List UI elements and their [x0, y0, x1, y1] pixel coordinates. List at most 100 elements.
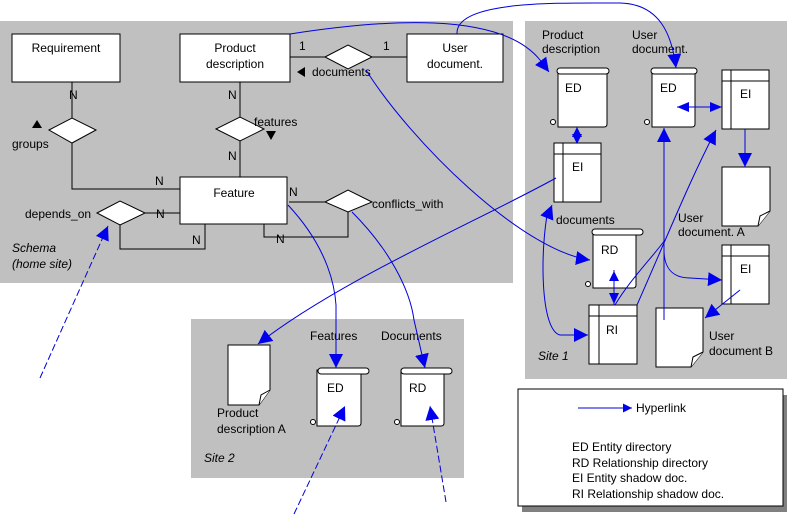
cardinality: 1 [299, 39, 306, 53]
site1-label-user-document-b: User [709, 329, 734, 343]
site2-rd-documents[interactable] [394, 367, 453, 427]
site2-product-description-a[interactable] [227, 344, 271, 406]
relationship-documents-label: documents [312, 65, 371, 79]
arrowhead [677, 102, 689, 112]
entity-user-document[interactable] [406, 33, 504, 83]
site1-ed-label: ED [565, 81, 582, 95]
site1-ei-label: EI [572, 160, 583, 174]
site1-label-user-document-a: User [678, 211, 703, 225]
site1-label-user-document-a: document. A [678, 225, 745, 239]
hyperlink-conflicts-to-site2-rd[interactable] [351, 211, 429, 369]
legend-item: EI Entity shadow doc. [572, 471, 687, 485]
cardinality: N [228, 149, 237, 163]
site1-label-user-document: document. [632, 42, 688, 56]
legend-box [517, 388, 784, 507]
site1-ei-product-description[interactable] [553, 142, 602, 203]
legend-hyperlink-label: Hyperlink [636, 401, 687, 415]
site1-label-documents: documents [556, 213, 615, 227]
schema-caption: Schema [12, 241, 56, 255]
hyperlink-to-site1-ei3[interactable] [663, 249, 723, 287]
schema-caption: (home site) [12, 257, 72, 271]
site1-rd-label: RD [601, 243, 619, 257]
arrowhead [609, 271, 619, 281]
site1-rd-documents[interactable] [585, 228, 644, 289]
cardinality: N [289, 185, 298, 199]
hyperlink-ei3-user-doc-b[interactable] [704, 289, 741, 319]
site1-ei-user-document-b[interactable] [721, 244, 770, 305]
cardinality: 1 [383, 39, 390, 53]
relationship-features[interactable] [214, 116, 266, 142]
hyperlink-ri-to-ud[interactable] [614, 239, 666, 306]
hyperlink-ei1-to-site2-pd[interactable] [257, 177, 557, 345]
legend-item: RD Relationship directory [572, 456, 708, 470]
hyperlink-documents-to-site1-rd[interactable] [365, 69, 591, 265]
site1-label-product-description: Product [542, 28, 584, 42]
site1-ed-label: ED [660, 81, 677, 95]
cardinality: N [69, 88, 78, 102]
entity-feature[interactable] [179, 176, 288, 225]
direction-up-icon [32, 120, 42, 128]
edge-groups-feature [71, 143, 180, 190]
hyperlink-external-to-depends-on[interactable] [39, 225, 109, 379]
entity-user-document-label: User [442, 41, 467, 55]
site2-label-documents: Documents [381, 329, 442, 343]
cardinality: N [155, 174, 164, 188]
hyperlink-ri-to-ei2[interactable] [636, 129, 717, 306]
direction-left-icon [297, 67, 305, 77]
site1-ri-label: RI [606, 323, 618, 337]
arrowhead [609, 293, 619, 304]
site1-ed-user-document[interactable] [644, 67, 698, 128]
arrowhead [710, 102, 722, 112]
relationship-groups-label: groups [12, 137, 49, 151]
cardinality: N [192, 233, 201, 247]
site1-label-user-document: User [632, 28, 657, 42]
hyperlink-pd-to-site1-ed[interactable] [289, 22, 550, 73]
site2-caption: Site 2 [204, 451, 235, 465]
hyperlink-feature-to-site2-ed[interactable] [287, 204, 343, 368]
site1-caption: Site 1 [538, 349, 569, 363]
relationship-features-label: features [254, 115, 297, 129]
cardinality: N [276, 232, 285, 246]
entity-requirement[interactable] [11, 33, 121, 83]
entity-product-description-label: Product [214, 41, 256, 55]
site1-ed-product-description[interactable] [550, 67, 610, 128]
hyperlink-documents-ri[interactable] [542, 209, 588, 342]
hyperlink-external-to-site2-rd[interactable] [425, 405, 447, 503]
entity-feature-label: Feature [213, 186, 255, 200]
arrowhead [572, 134, 582, 144]
cardinality: N [228, 88, 237, 102]
entity-requirement-label: Requirement [32, 41, 101, 55]
site2-ed-features[interactable] [310, 367, 370, 427]
site2-label-product-description-a: Product [217, 406, 259, 420]
relationship-conflicts-with-label: conflicts_with [372, 197, 443, 211]
hyperlink-ud-to-site1-ed[interactable] [456, 2, 682, 69]
legend-item: RI Relationship shadow doc. [572, 487, 724, 501]
site1-ei-user-document[interactable] [721, 69, 770, 130]
site2-label-product-description-a: description A [217, 422, 286, 436]
site2-ed-label: ED [327, 381, 344, 395]
relationship-documents[interactable] [323, 44, 374, 70]
relationship-conflicts-with[interactable] [323, 189, 374, 213]
site1-ei-label: EI [740, 262, 751, 276]
direction-down-icon [266, 131, 276, 140]
relationship-depends-on-label: depends_on [25, 207, 91, 221]
site1-label-user-document-b: document B [709, 344, 773, 358]
site1-label-product-description: description [542, 42, 600, 56]
entity-product-description-label: description [206, 57, 264, 71]
edge-conflicts-feature-loop [263, 212, 349, 238]
cardinality: N [156, 207, 165, 221]
site1-ri-documents[interactable] [588, 304, 638, 365]
relationship-groups[interactable] [47, 117, 98, 144]
site2-label-features: Features [310, 329, 357, 343]
entity-product-description[interactable] [179, 33, 291, 83]
site1-ei-label: EI [740, 87, 751, 101]
site1-user-document-b[interactable] [655, 307, 704, 368]
relationship-depends-on[interactable] [95, 200, 147, 226]
legend-item: ED Entity directory [572, 440, 671, 454]
edge-depends-feature-loop [119, 224, 206, 250]
hyperlink-to-ei1[interactable] [540, 204, 554, 221]
site1-user-document-a[interactable] [721, 166, 771, 227]
site2-rd-label: RD [409, 381, 427, 395]
entity-user-document-label: document. [427, 57, 483, 71]
